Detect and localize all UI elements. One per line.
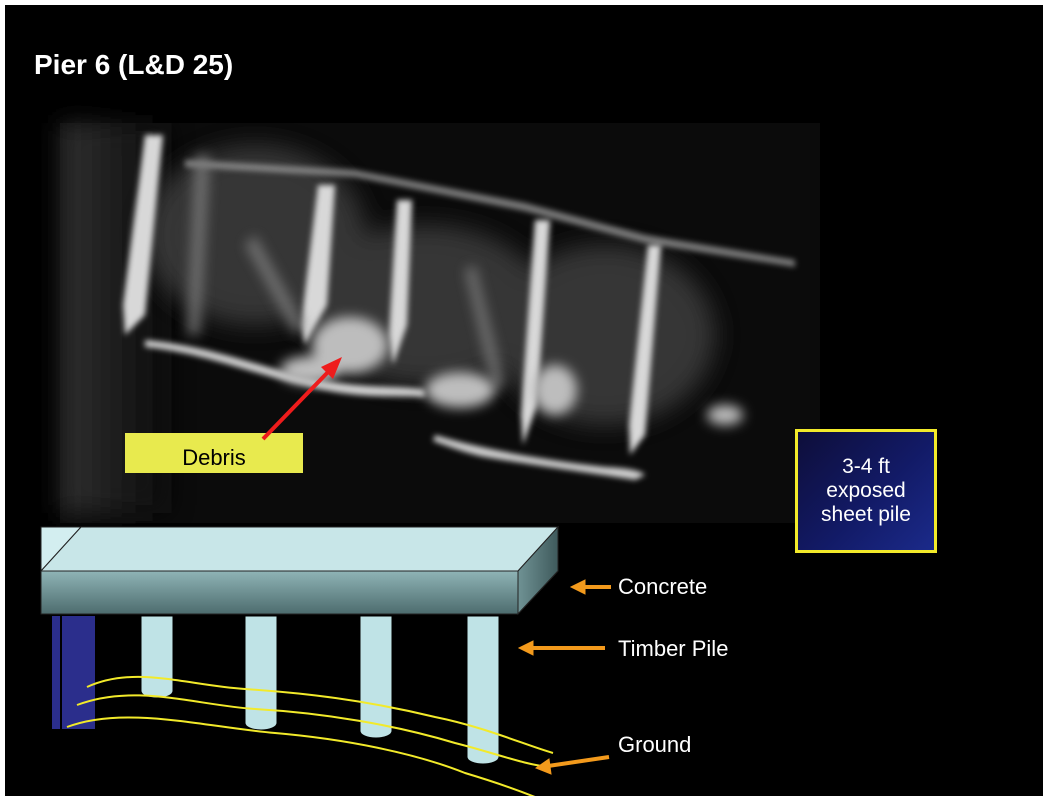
ground-label: Ground <box>618 732 691 758</box>
concrete-label: Concrete <box>618 574 707 600</box>
timber-pile-arrow <box>519 641 605 655</box>
sheet-pile <box>52 616 95 729</box>
timber-pile <box>467 616 499 764</box>
foundation-diagram <box>5 5 1043 796</box>
timber-pile <box>141 616 173 698</box>
timber-pile-label: Timber Pile <box>618 636 728 662</box>
concrete-arrow <box>571 580 611 594</box>
timber-pile <box>360 616 392 738</box>
ground-arrow <box>536 757 609 774</box>
slide: Pier 6 (L&D 25) Debris 3-4 ft exposed sh… <box>5 5 1043 796</box>
timber-piles <box>141 616 499 764</box>
timber-pile <box>245 616 277 730</box>
concrete-cap <box>41 527 558 614</box>
leader-arrows <box>519 580 611 774</box>
